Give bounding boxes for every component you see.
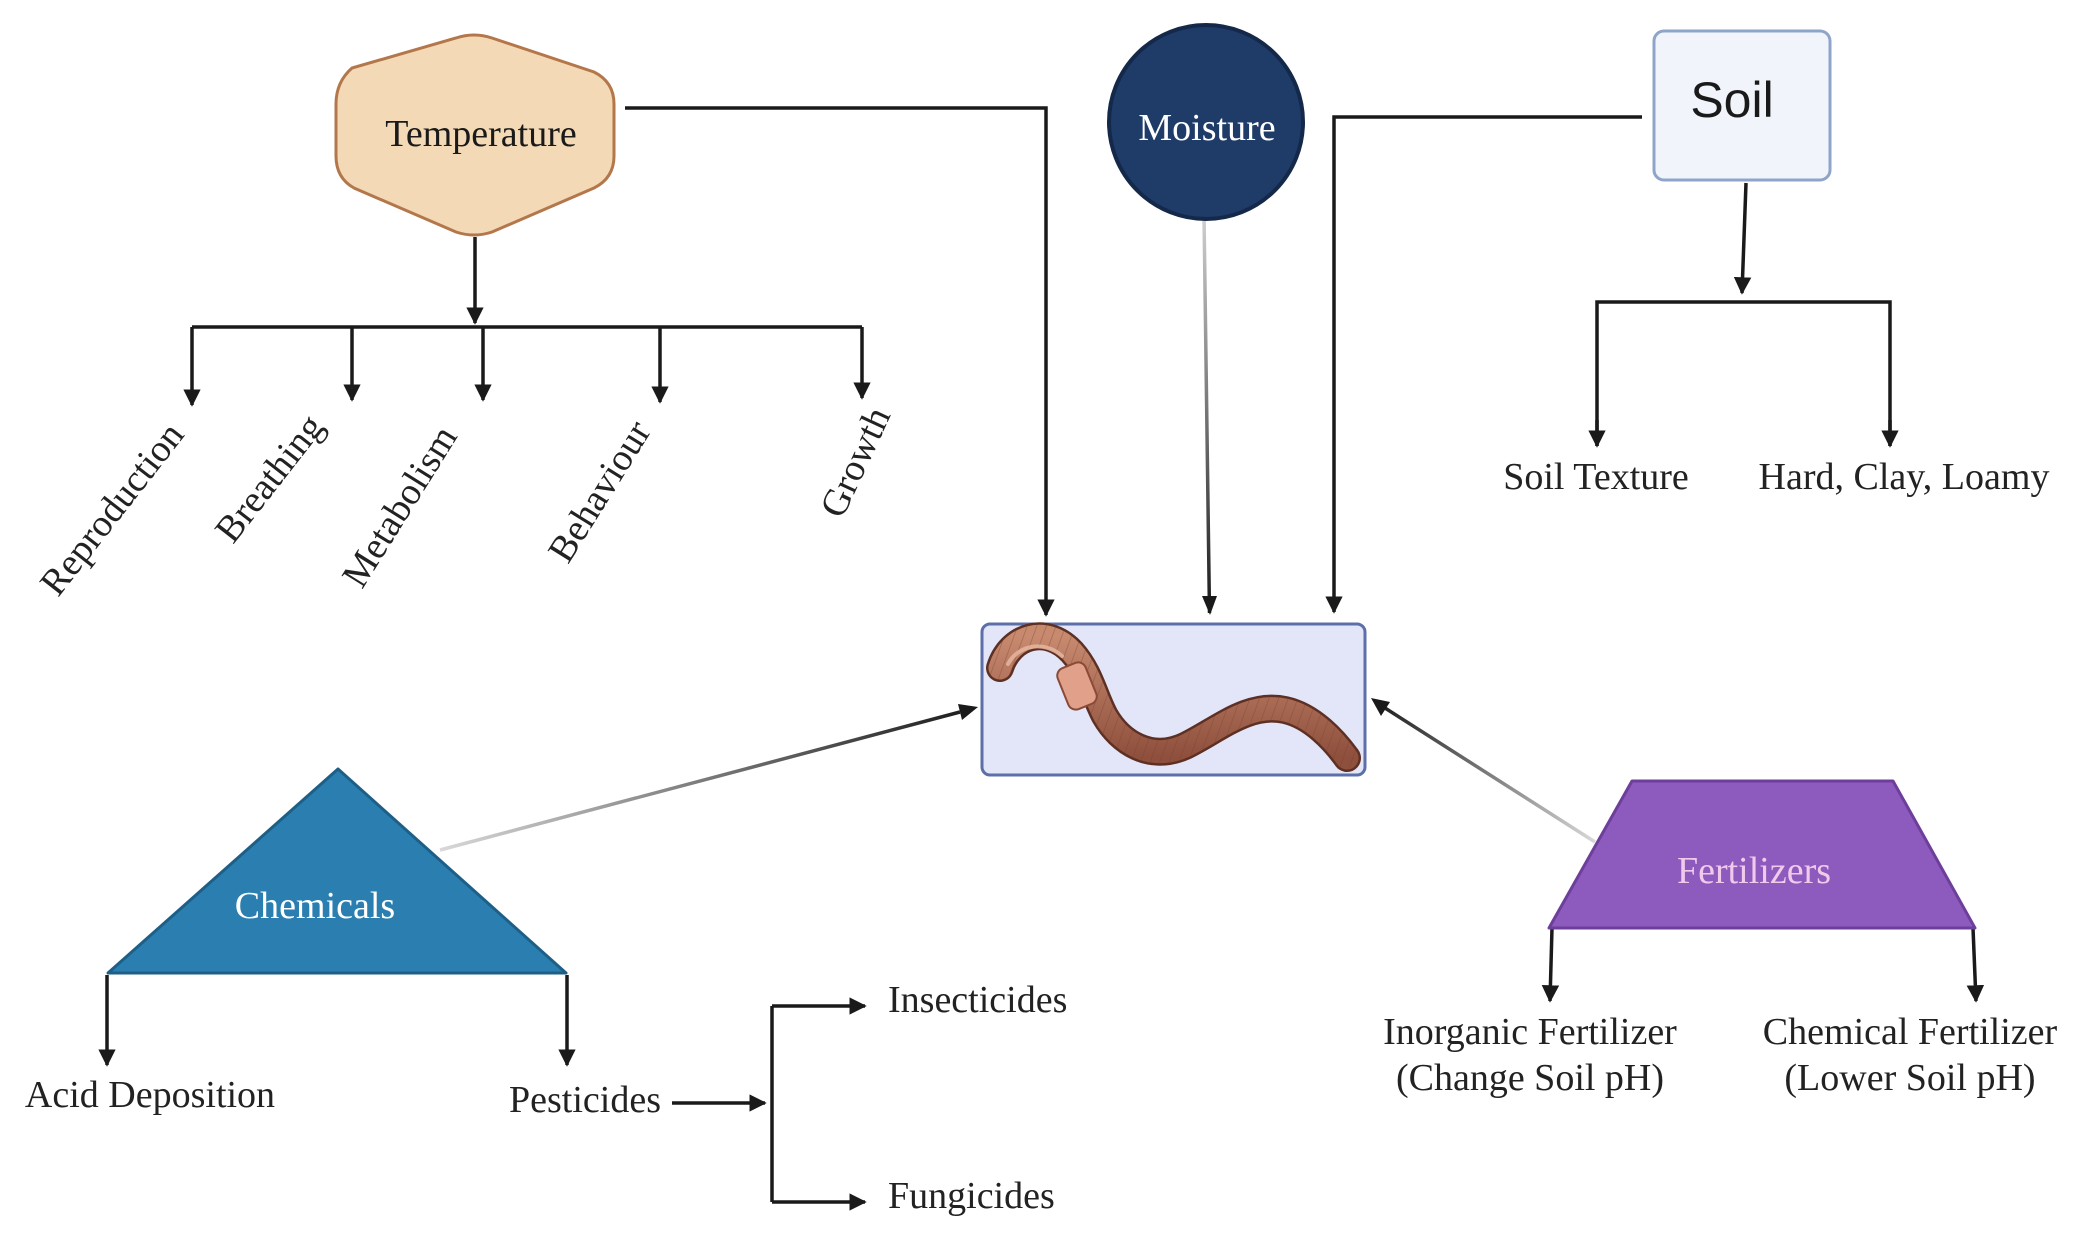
insecticides-label: Insecticides (888, 979, 1067, 1021)
chemical-fertilizer-label: Chemical Fertilizer (1763, 1011, 2058, 1053)
temperature-node: Temperature (334, 33, 616, 237)
inorganic-fertilizer-arrow (1541, 927, 1560, 1003)
fertilizers-label: Fertilizers (1677, 850, 1831, 892)
temperature-label: Temperature (385, 113, 576, 155)
moisture-node: Moisture (1107, 23, 1305, 221)
chemicals-to-earthworm-line (439, 710, 961, 852)
soil-label: Soil (1690, 72, 1773, 128)
soil-branch-bracket (1595, 300, 1892, 446)
moisture-label: Moisture (1138, 107, 1275, 149)
effect-reproduction: Reproduction (32, 415, 192, 604)
fertilizers-to-earthworm-line (1384, 706, 1596, 844)
fertilizers-node: Fertilizers (1547, 779, 1977, 930)
inorganic-fertilizer-label: Inorganic Fertilizer (1383, 1011, 1677, 1053)
fertilizers-to-earthworm-arrowhead (1371, 698, 1390, 716)
soil-factor-types: Hard, Clay, Loamy (1759, 456, 2050, 498)
chemical-fertilizer-note: (Lower Soil pH) (1784, 1057, 2035, 1099)
effect-growth: Growth (812, 401, 899, 524)
chemical-fertilizer-arrow (1966, 927, 1985, 1003)
chemicals-to-earthworm-arrowhead (958, 704, 978, 720)
chemicals-node: Chemicals (106, 767, 568, 975)
temperature-to-earthworm-arrow (625, 106, 1055, 617)
chemicals-label: Chemicals (235, 885, 395, 927)
fungicides-label: Fungicides (888, 1175, 1055, 1217)
soil-down-arrow (1733, 182, 1752, 295)
soil-node: Soil (1652, 29, 1832, 182)
moisture-to-earthworm-arrowhead (1202, 596, 1217, 615)
soil-to-earthworm-arrow (1325, 115, 1642, 614)
effect-breathing: Breathing (207, 407, 332, 551)
earthworm-icon (986, 622, 1361, 772)
pesticides-label: Pesticides (509, 1079, 661, 1121)
moisture-to-earthworm-line (1202, 214, 1212, 614)
acid-deposition-label: Acid Deposition (25, 1074, 275, 1116)
soil-factor-texture: Soil Texture (1503, 456, 1689, 498)
inorganic-fertilizer-note: (Change Soil pH) (1396, 1057, 1664, 1099)
earthworm-node (980, 622, 1367, 777)
effect-behaviour: Behaviour (540, 413, 660, 570)
effect-metabolism: Metabolism (334, 419, 466, 595)
